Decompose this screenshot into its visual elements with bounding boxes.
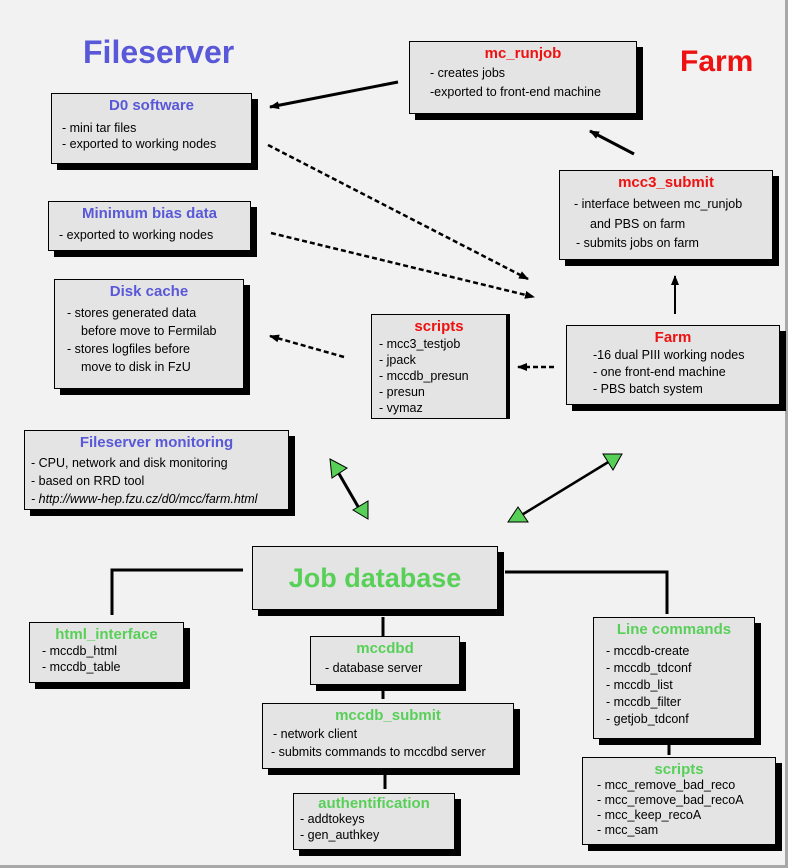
box-line: - mccdb-create <box>606 644 690 658</box>
box-line: - interface between mc_runjob <box>574 197 743 211</box>
mc-runjob-box: mc_runjob - creates jobs -exported to fr… <box>409 41 637 114</box>
box-line: - network client <box>273 727 358 741</box>
arrow-mc-runjob-to-d0-software <box>269 80 399 110</box>
box-line: - mccdb_table <box>42 660 121 674</box>
job-database-box: Job database <box>252 546 498 610</box>
box-line: - presun <box>379 385 425 399</box>
html-interface-box: html_interface - mccdb_html - mccdb_tabl… <box>29 622 184 683</box>
box-line: - stores generated data <box>67 306 197 320</box>
authentification-box: authentification - addtokeys - gen_authk… <box>293 793 455 850</box>
box-line: - submits jobs on farm <box>576 236 699 250</box>
dashed-arrow-minimum-bias-to-farm <box>270 231 535 299</box>
box-line: before move to Fermilab <box>81 324 217 338</box>
box-line: - CPU, network and disk monitoring <box>31 456 228 470</box>
box-line: - one front-end machine <box>593 365 726 379</box>
box-line: - mccdb_presun <box>379 369 469 383</box>
dashed-arrow-scripts-to-disk-cache <box>269 334 345 359</box>
box-line: -exported to front-end machine <box>430 85 601 99</box>
dashed-arrow-d0-software-to-farm <box>267 143 529 281</box>
box-line: - stores logfiles before <box>67 342 190 356</box>
box-line: - addtokeys <box>300 812 365 826</box>
box-title: scripts <box>414 318 464 335</box>
box-title: Fileserver monitoring <box>79 434 234 451</box>
farm-box: Farm -16 dual PIII working nodes - one f… <box>566 325 780 405</box>
box-line: - creates jobs <box>430 66 506 80</box>
double-arrow-farm-database <box>507 453 623 523</box>
minimum-bias-data-box: Minimum bias data - exported to working … <box>48 201 251 251</box>
line-database-to-html-interface <box>110 568 243 615</box>
box-line: - mcc3_testjob <box>379 337 461 351</box>
box-line: - mccdb_list <box>606 678 673 692</box>
box-line: move to disk in FzU <box>81 360 191 374</box>
box-title: Farm <box>654 329 692 346</box>
box-line: - mccdb_html <box>42 644 118 658</box>
line-commands-box: Line commands - mccdb-create - mccdb_tdc… <box>593 617 755 739</box>
box-line: - submits commands to mccdbd server <box>271 745 486 759</box>
box-line: - database server <box>325 661 423 675</box>
mcc3-submit-box: mcc3_submit - interface between mc_runjo… <box>559 170 773 260</box>
box-title: authentification <box>318 795 430 812</box>
box-line: -16 dual PIII working nodes <box>593 348 745 362</box>
job-database-title: Job database <box>288 563 462 593</box>
mccdb-submit-box: mccdb_submit - network client - submits … <box>262 703 514 769</box>
box-line: - getjob_tdconf <box>606 712 689 726</box>
line-database-to-line-commands <box>505 570 669 614</box>
double-arrow-monitoring-database <box>329 458 369 520</box>
box-line: - jpack <box>379 353 416 367</box>
fileserver-monitoring-box: Fileserver monitoring - CPU, network and… <box>24 430 289 510</box>
database-scripts-box: scripts - mcc_remove_bad_reco - mcc_remo… <box>582 757 776 845</box>
box-line: - mcc_sam <box>597 823 659 837</box>
box-line: - vymaz <box>379 401 423 415</box>
box-title: mc_runjob <box>484 45 562 62</box>
box-line: - mcc_keep_recoA <box>597 808 702 822</box>
box-line: - based on RRD tool <box>31 474 145 488</box>
monitoring-url-link[interactable]: - http://www-hep.fzu.cz/d0/mcc/farm.html <box>31 492 258 506</box>
box-title: Disk cache <box>109 283 189 300</box>
box-line: - exported to working nodes <box>62 137 217 151</box>
box-line: - mcc_remove_bad_recoA <box>597 793 744 807</box>
box-line: - mccdb_tdconf <box>606 661 692 675</box>
box-title: Line commands <box>616 621 732 638</box>
fileserver-section-title: Fileserver <box>83 34 235 70</box>
box-title: Minimum bias data <box>81 205 218 222</box>
box-line: - PBS batch system <box>593 382 703 396</box>
disk-cache-box: Disk cache - stores generated data befor… <box>54 279 244 389</box>
box-title: scripts <box>654 761 704 778</box>
box-line: - mini tar files <box>62 121 137 135</box>
box-title: mccdb_submit <box>335 707 441 724</box>
mccdbd-box: mccdbd - database server <box>310 636 460 685</box>
box-line: - exported to working nodes <box>59 228 214 242</box>
d0-software-box: D0 software - mini tar files - exported … <box>51 93 252 164</box>
box-title: D0 software <box>108 97 195 114</box>
box-line: and PBS on farm <box>590 217 686 231</box>
box-line: - mcc_remove_bad_reco <box>597 778 736 792</box>
box-title: html_interface <box>55 626 158 643</box>
box-title: mccdbd <box>356 640 414 657</box>
box-line: - mccdb_filter <box>606 695 682 709</box>
box-line: - gen_authkey <box>300 828 380 842</box>
box-title: mcc3_submit <box>618 174 714 191</box>
farm-scripts-box: scripts - mcc3_testjob - jpack - mccdb_p… <box>371 314 510 419</box>
farm-section-title: Farm <box>680 45 754 78</box>
arrow-mcc3-submit-to-mc-runjob <box>589 129 635 156</box>
